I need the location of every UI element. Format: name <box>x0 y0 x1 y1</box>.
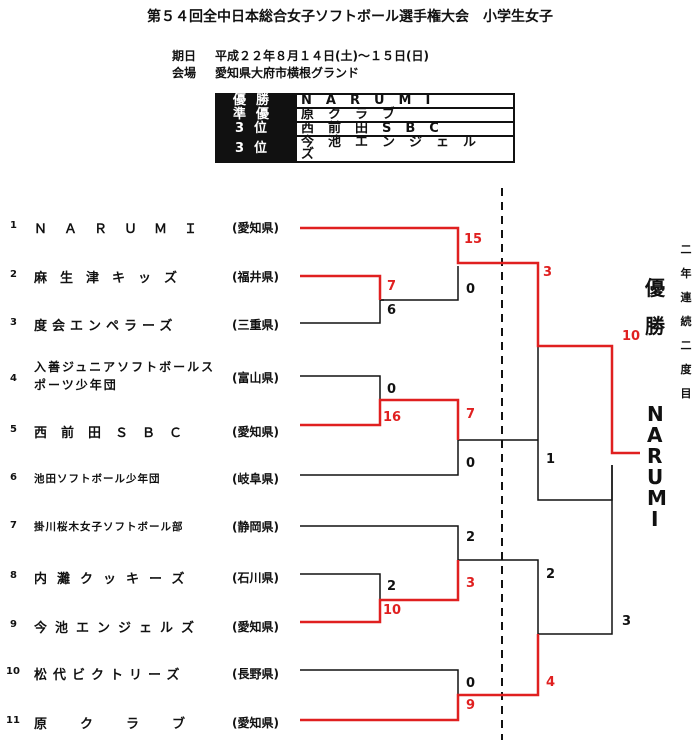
bracket-line <box>537 346 613 501</box>
score: 2 <box>466 530 476 545</box>
result-place: 3位 <box>215 135 297 163</box>
team-name: 掛川桜木女子ソフトボール部 <box>34 521 184 533</box>
score: 4 <box>546 675 556 690</box>
score: 10 <box>622 329 641 344</box>
team-name: 入善ジュニアソフトボールスポーツ少年団 <box>34 360 216 392</box>
champion-letter: M <box>647 486 667 510</box>
team-number: 6 <box>10 472 17 483</box>
team-pref: (愛知県) <box>232 620 279 634</box>
score: 0 <box>387 382 397 397</box>
result-team: 原クラブ <box>295 107 515 123</box>
score: 2 <box>546 567 556 582</box>
bracket-line <box>300 669 459 695</box>
team-pref: (静岡県) <box>232 520 279 534</box>
score: 15 <box>464 232 483 247</box>
team-pref: (愛知県) <box>232 425 279 439</box>
team-number: 7 <box>10 520 17 531</box>
team-number: 10 <box>6 666 20 677</box>
champion-label: 勝 <box>645 314 665 338</box>
score: 3 <box>622 614 632 629</box>
date-value: 平成２２年８月１４日(土)～１５日(日) <box>215 49 429 63</box>
results-row: 3位今池エンジェルズ <box>215 135 515 163</box>
team-pref: (岐阜県) <box>232 472 279 486</box>
bracket-line <box>538 465 613 635</box>
team-name: 麻生津キッズ <box>34 271 191 286</box>
champion-letter: R <box>647 444 663 468</box>
team-pref: (愛知県) <box>232 716 279 730</box>
team-pref: (長野県) <box>232 667 279 681</box>
results-row: 準優原クラブ <box>215 107 515 123</box>
score: 7 <box>466 407 476 422</box>
winner-line <box>300 398 460 440</box>
bracket-line <box>458 559 539 634</box>
page-title: 第５４回全中日本総合女子ソフトボール選手権大会 小学生女子 <box>147 9 553 25</box>
bracket-line <box>300 573 381 600</box>
champion-letter: N <box>647 402 664 426</box>
team-number: 2 <box>10 269 17 280</box>
winner-line <box>300 634 540 722</box>
winner-line <box>300 274 382 300</box>
team-number: 9 <box>10 619 17 630</box>
team-number: 4 <box>10 373 17 384</box>
team-number: 5 <box>10 424 17 435</box>
score: 0 <box>466 456 476 471</box>
score: 3 <box>466 576 476 591</box>
score: 0 <box>466 676 476 691</box>
result-team: NARUMI <box>295 93 515 109</box>
champion-letter: U <box>647 465 664 489</box>
score: 16 <box>383 410 402 425</box>
bracket-line <box>300 440 459 476</box>
team-pref: (三重県) <box>232 318 279 332</box>
team-number: 11 <box>6 715 20 726</box>
team-name: ＮＡＲＵＭＩ <box>34 222 215 237</box>
team-name: 西前田ＳＢＣ <box>34 426 197 441</box>
team-name: 松代ビクトリーズ <box>34 668 186 683</box>
team-number: 1 <box>10 220 17 231</box>
result-place: 3位 <box>215 121 297 137</box>
team-number: 3 <box>10 317 17 328</box>
score: 10 <box>383 603 402 618</box>
champion-letter: A <box>647 423 663 447</box>
team-pref: (愛知県) <box>232 221 279 235</box>
team-name: 今池エンジェルズ <box>34 621 203 636</box>
team-name: 池田ソフトボール少年団 <box>34 473 161 485</box>
team-name: 原クラブ <box>34 717 219 732</box>
team-pref: (富山県) <box>232 371 279 385</box>
bracket-line <box>300 299 384 324</box>
bracket-line <box>300 525 459 560</box>
score: 0 <box>466 282 476 297</box>
venue-value: 愛知県大府市横根グランド <box>215 66 360 80</box>
champion-letter: I <box>651 507 659 531</box>
bracket-line <box>300 375 381 400</box>
score: 2 <box>387 579 397 594</box>
champion-label: 優 <box>645 276 665 300</box>
team-name: 度会エンペラーズ <box>34 319 178 334</box>
team-number: 8 <box>10 570 17 581</box>
score: 1 <box>546 452 556 467</box>
winner-line <box>300 560 460 624</box>
team-name: 内灘クッキーズ <box>34 572 195 587</box>
date-label: 期日 <box>172 49 197 63</box>
team-pref: (福井県) <box>232 270 279 284</box>
results-row: 3位西前田SBC <box>215 121 515 137</box>
score: 7 <box>387 279 397 294</box>
score: 6 <box>387 303 397 318</box>
venue-label: 会場 <box>172 66 197 80</box>
result-place: 優勝 <box>215 93 297 109</box>
team-pref: (石川県) <box>232 571 279 585</box>
result-team: 西前田SBC <box>295 121 515 137</box>
result-team: 今池エンジェルズ <box>295 135 515 163</box>
winner-line <box>300 226 640 455</box>
score: 3 <box>543 265 553 280</box>
score: 9 <box>466 698 476 713</box>
champion-note: 二年連続二度目 <box>680 243 692 400</box>
result-place: 準優 <box>215 107 297 123</box>
bracket-line <box>380 266 459 301</box>
